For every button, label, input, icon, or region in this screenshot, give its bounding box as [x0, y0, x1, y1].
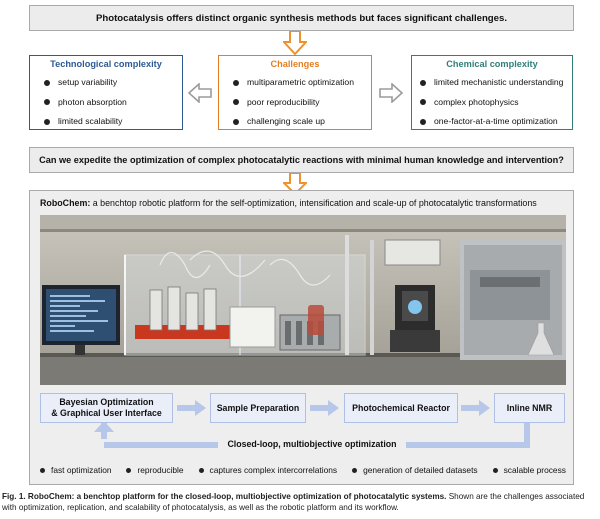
list-item: challenging scale up	[233, 112, 371, 132]
bullet-icon	[198, 467, 204, 473]
feature-item: reproducible	[126, 463, 184, 477]
question-banner: Can we expedite the optimization of comp…	[29, 147, 574, 173]
list-item: photon absorption	[44, 93, 182, 113]
robochem-name: RoboChem:	[40, 198, 91, 208]
feature-item: captures complex intercorrelations	[198, 463, 337, 477]
feature-item: scalable process	[492, 463, 566, 477]
feature-item: fast optimization	[40, 463, 112, 477]
figure-caption: Fig. 1. RoboChem: a benchtop platform fo…	[2, 491, 598, 513]
sample-preparation-box: Sample Preparation	[210, 393, 306, 423]
top-banner: Photocatalysis offers distinct organic s…	[29, 5, 574, 31]
feature-item: generation of detailed datasets	[352, 463, 478, 477]
technological-title: Technological complexity	[50, 59, 162, 69]
bullet-icon	[233, 79, 239, 86]
list-item: limited mechanistic understanding	[420, 73, 572, 93]
bullet-icon	[233, 99, 239, 105]
closed-loop-label: Closed-loop, multiobjective optimization	[218, 436, 406, 453]
step-label: Inline NMR	[506, 402, 553, 413]
bullet-icon	[44, 99, 50, 105]
technological-complexity-box: Technological complexity setup variabili…	[29, 55, 183, 130]
step-label: Photochemical Reactor	[352, 402, 450, 413]
challenges-box: Challenges multiparametric optimization …	[218, 55, 372, 130]
photochemical-reactor-box: Photochemical Reactor	[344, 393, 458, 423]
list-item: complex photophysics	[420, 93, 572, 113]
flow-arrow-right-icon	[310, 400, 339, 416]
robochem-description: a benchtop robotic platform for the self…	[90, 198, 537, 208]
grey-left-arrow	[188, 83, 212, 103]
bullet-icon	[233, 118, 239, 125]
step-label: Sample Preparation	[216, 402, 300, 413]
list-item: setup variability	[44, 73, 182, 93]
bullet-icon	[126, 467, 132, 473]
bullet-icon	[44, 79, 50, 86]
caption-fig-title: Fig. 1. RoboChem: a benchtop platform fo…	[2, 492, 447, 501]
robochem-heading: RoboChem: a benchtop robotic platform fo…	[40, 198, 565, 208]
bullet-icon	[492, 467, 498, 473]
features-row: fast optimization reproducible captures …	[40, 463, 566, 477]
challenges-title: Challenges	[270, 59, 320, 69]
bullet-icon	[420, 118, 426, 125]
grey-right-arrow	[379, 83, 403, 103]
bullet-icon	[420, 99, 426, 105]
list-item: one-factor-at-a-time optimization	[420, 112, 572, 132]
question-text: Can we expedite the optimization of comp…	[39, 155, 564, 165]
bullet-icon	[420, 79, 426, 86]
bullet-icon	[352, 467, 358, 473]
flow-arrow-right-icon	[461, 400, 490, 416]
bullet-icon	[44, 118, 50, 125]
bullet-icon	[40, 467, 45, 473]
list-item: multiparametric optimization	[233, 73, 371, 93]
chemical-title: Chemical complexity	[446, 59, 538, 69]
caption-text: Shown are the challenges associated with…	[2, 492, 585, 512]
chemical-complexity-box: Chemical complexity limited mechanistic …	[411, 55, 573, 130]
inline-nmr-box: Inline NMR	[494, 393, 565, 423]
list-item: limited scalability	[44, 112, 182, 132]
flow-arrow-right-icon	[177, 400, 206, 416]
robochem-lab-photo	[40, 215, 566, 385]
list-item: poor reproducibility	[233, 93, 371, 113]
orange-down-arrow-bottom	[283, 173, 307, 195]
top-banner-text: Photocatalysis offers distinct organic s…	[95, 12, 508, 24]
bayesian-optimization-box: Bayesian Optimization & Graphical User I…	[40, 393, 173, 423]
step-label: Bayesian Optimization & Graphical User I…	[51, 397, 162, 418]
orange-down-arrow-top	[283, 31, 307, 55]
